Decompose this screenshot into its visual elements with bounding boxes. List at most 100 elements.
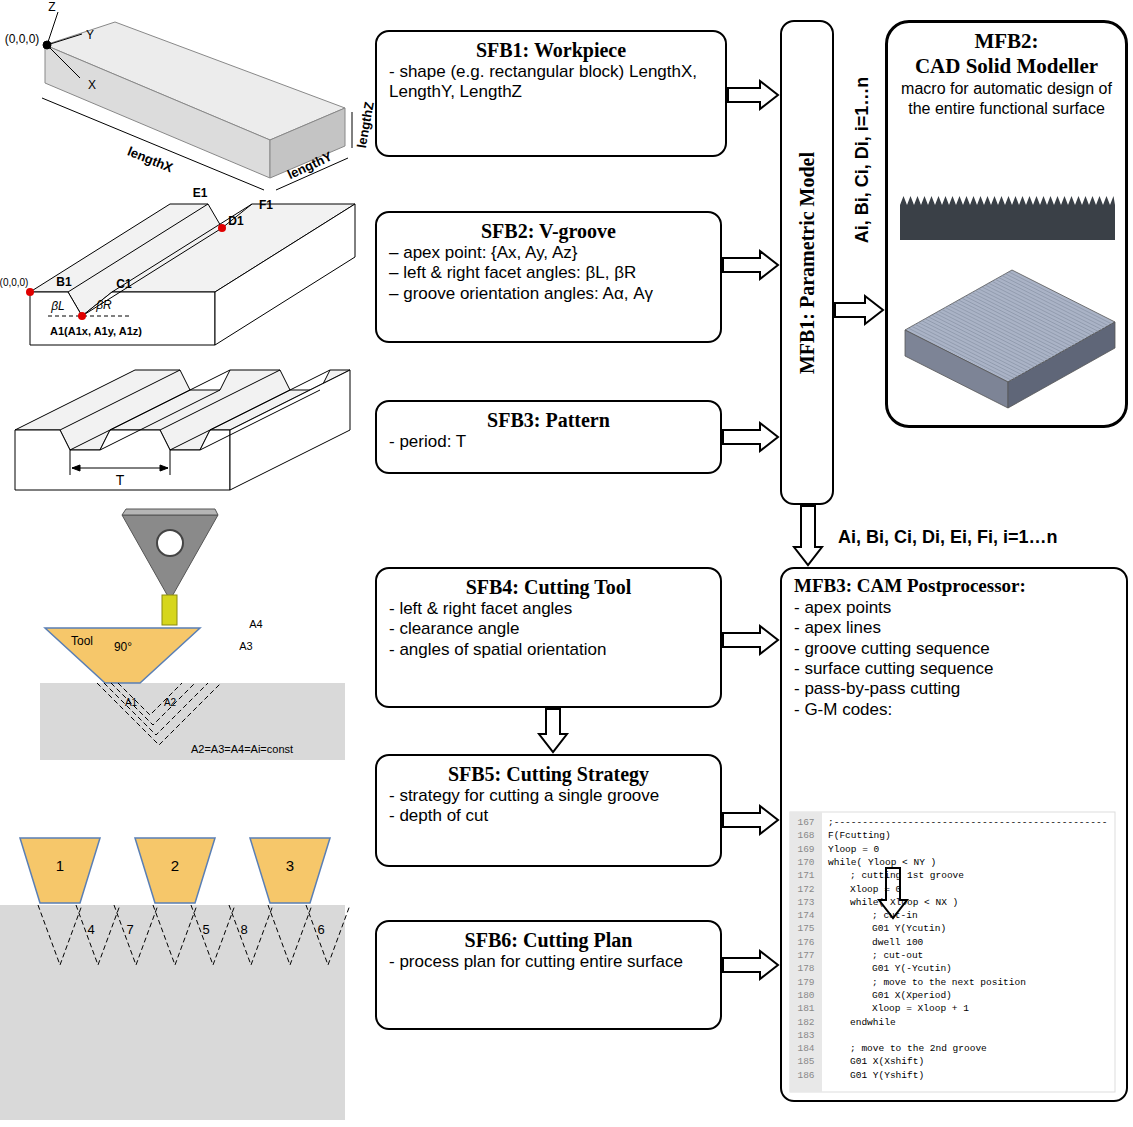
- code-line: ; move to the 2nd groove: [850, 1044, 987, 1054]
- block-arrow: [835, 296, 883, 324]
- input-block: SFB3: Pattern- period: T: [375, 400, 722, 474]
- figure-label: D1: [228, 215, 243, 228]
- figure-label: Y: [86, 29, 94, 42]
- block-text: - pass-by-pass cutting: [794, 679, 1114, 699]
- block-text: - apex lines: [794, 618, 1114, 638]
- block-text: - left & right facet angles: [389, 599, 708, 619]
- block-text: - process plan for cutting entire surfac…: [389, 952, 708, 972]
- figure-label: A3: [239, 640, 252, 652]
- code-line: 171: [797, 871, 814, 881]
- block-title: SFB4: Cutting Tool: [389, 575, 708, 599]
- cutting-strategy-sketch: [40, 628, 345, 760]
- edge-label: Ai, Bi, Ci, Di, Ei, Fi, i=1…n: [836, 527, 1060, 548]
- block-arrow: [728, 81, 778, 109]
- code-line: G01 X(Xshift): [850, 1057, 924, 1067]
- block-text: - strategy for cutting a single groove: [389, 786, 708, 806]
- block-text: - shape (e.g. rectangular block) LengthX…: [389, 62, 713, 103]
- code-listing: [790, 812, 1115, 1092]
- figure-label: T: [116, 473, 125, 488]
- code-line: F(Fcutting): [828, 831, 891, 841]
- code-line: 183: [797, 1031, 814, 1041]
- block-arrow: [723, 806, 778, 834]
- block-text: - apex points: [794, 598, 1114, 618]
- block-text: - angles of spatial orientation: [389, 640, 708, 660]
- figure-label: (0,0,0): [5, 33, 40, 46]
- cutting-plan-sketch: [0, 838, 350, 1120]
- code-line: dwell 100: [872, 937, 923, 947]
- code-line: 178: [797, 964, 814, 974]
- figure-label: Tool: [71, 635, 93, 648]
- figure-label: 2: [171, 858, 179, 875]
- block-text: - period: T: [389, 432, 708, 452]
- code-line: G01 X(Xperiod): [872, 991, 952, 1001]
- figure-label: 3: [286, 858, 294, 875]
- workpiece-block: [45, 22, 345, 178]
- figure-label: βR: [96, 299, 112, 312]
- block-title: SFB1: Workpiece: [389, 38, 713, 62]
- figure-label: Z: [48, 1, 55, 14]
- figure-label: (0,0,0): [0, 277, 28, 288]
- block-title: MFB1: Parametric Model: [795, 151, 819, 373]
- code-line: while( Xloop < NX ): [850, 898, 958, 908]
- code-line: ; cut-out: [872, 951, 923, 961]
- figure-label: B1: [56, 276, 71, 289]
- figure-label: A1: [125, 697, 137, 708]
- block-arrow: [723, 626, 778, 654]
- block-title: MFB3: CAM Postprocessor:: [794, 575, 1114, 598]
- figure-label: X: [88, 79, 96, 92]
- code-line: 186: [797, 1070, 814, 1080]
- cutting-insert: [122, 509, 218, 625]
- input-block: SFB6: Cutting Plan- process plan for cut…: [375, 920, 722, 1030]
- block-text: - depth of cut: [389, 806, 708, 826]
- block-text: CAD Solid Modeller: [900, 54, 1113, 79]
- v-groove-block: [26, 204, 355, 345]
- code-line: G01 Y(-Ycutin): [872, 964, 952, 974]
- code-line: ; cutting 1st groove: [850, 871, 964, 881]
- figure-label: 4: [87, 923, 94, 937]
- modeller-block: MFB2:CAD Solid Modellermacro for automat…: [885, 20, 1128, 428]
- code-line: 177: [797, 951, 814, 961]
- code-line: G01 Y(Yshift): [850, 1070, 924, 1080]
- code-line: Xloop = 0: [850, 884, 901, 894]
- figure-label: A2: [164, 697, 176, 708]
- model-block: MFB1: Parametric Model: [780, 20, 834, 505]
- code-line: 168: [797, 831, 814, 841]
- code-line: G01 Y(Ycutin): [872, 924, 946, 934]
- input-block: SFB1: Workpiece- shape (e.g. rectangular…: [375, 30, 727, 157]
- code-line: 184: [797, 1044, 814, 1054]
- block-text: – left & right facet angles: βL, βR: [389, 263, 708, 283]
- block-text: - clearance angle: [389, 619, 708, 639]
- block-text: - groove cutting sequence: [794, 639, 1114, 659]
- block-text: – groove orientation angles: Aα, Aγ: [389, 284, 708, 304]
- figure-label: 1: [56, 858, 64, 875]
- code-line: 170: [797, 858, 814, 868]
- code-line: 175: [797, 924, 814, 934]
- figure-label: lengthX: [125, 144, 175, 175]
- figure-label: 8: [240, 923, 247, 937]
- code-line: 169: [797, 844, 814, 854]
- block-title: SFB2: V-groove: [389, 219, 708, 243]
- block-arrow: [723, 951, 778, 979]
- code-line: 181: [797, 1004, 814, 1014]
- code-line: ;---------------------------------------…: [828, 818, 1107, 828]
- block-text: - G-M codes:: [794, 700, 1114, 720]
- axes: [43, 12, 82, 78]
- code-line: 176: [797, 937, 814, 947]
- input-block: SFB5: Cutting Strategy- strategy for cut…: [375, 754, 722, 867]
- figure-label: C1: [116, 278, 131, 291]
- code-line: 173: [797, 898, 814, 908]
- code-line: 167: [797, 818, 814, 828]
- pattern-block: [15, 370, 350, 490]
- code-line: Yloop = 0: [828, 844, 879, 854]
- figure-label: A2=A3=A4=Ai=const: [191, 743, 293, 755]
- code-line: 172: [797, 884, 814, 894]
- input-block: SFB2: V-groove– apex point: {Ax, Ay, Az}…: [375, 211, 722, 343]
- edge-label: Ai, Bi, Ci, Di, i=1…n: [852, 75, 873, 246]
- block-arrow: [539, 709, 567, 752]
- figure-label: lengthZ: [355, 101, 377, 150]
- code-line: 179: [797, 977, 814, 987]
- input-block: SFB4: Cutting Tool- left & right facet a…: [375, 567, 722, 708]
- code-line: ; cut-in: [872, 911, 918, 921]
- block-title: MFB2:: [900, 29, 1113, 54]
- block-arrow: [723, 251, 778, 279]
